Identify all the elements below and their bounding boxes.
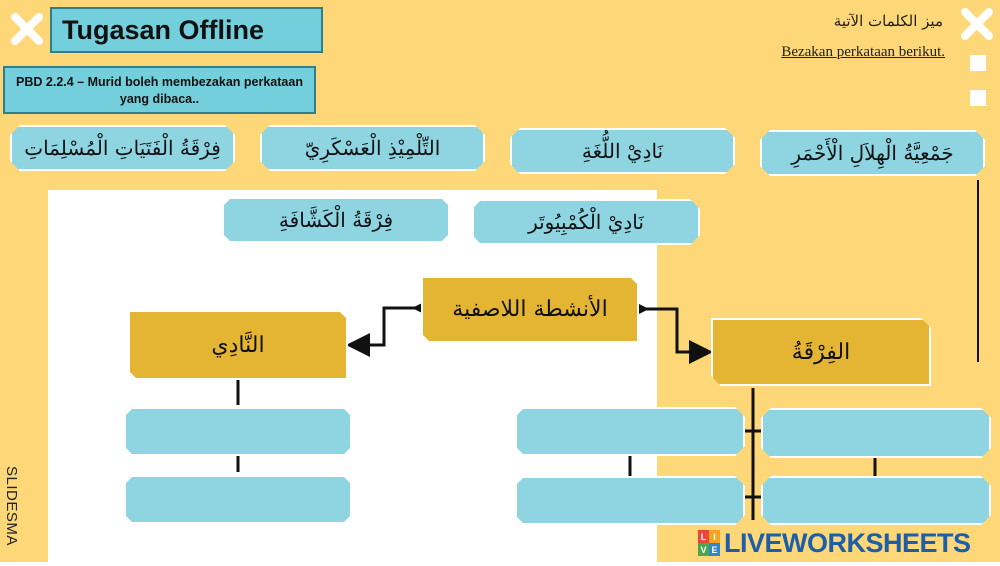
learning-standard: PBD 2.2.4 – Murid boleh membezakan perka… [3, 66, 316, 114]
close-icon [10, 12, 44, 46]
drop-slot[interactable] [124, 475, 352, 524]
category-team: الفِرْقَةُ [711, 318, 931, 386]
drop-slot[interactable] [124, 407, 352, 456]
liveworksheets-logo: L I V E LIVEWORKSHEETS [698, 528, 995, 558]
logo-badge-icon: L I V E [698, 530, 720, 556]
logo-badge-letter: I [709, 530, 720, 543]
close-icon [960, 7, 994, 41]
word-card[interactable]: نَادِيْ الْكُمْبِيُوتَر [472, 199, 700, 245]
category-root: الأنشطة اللاصفية [421, 276, 639, 343]
page-title: Tugasan Offline [50, 7, 323, 53]
category-club: النَّادِي [128, 310, 348, 380]
drop-slot[interactable] [761, 476, 991, 525]
logo-badge-letter: E [709, 543, 720, 556]
instruction-malay: Bezakan perkataan berikut. [781, 44, 945, 60]
drop-slot[interactable] [515, 407, 745, 456]
drop-slot[interactable] [761, 408, 991, 458]
logo-badge-letter: V [698, 543, 709, 556]
word-card[interactable]: فِرْقَةُ الْكَشَّافَةِ [222, 197, 450, 243]
word-card[interactable]: جَمْعِيَّةُ الْهِلاَلِ الْأَحْمَرِ [760, 130, 985, 176]
square-icon [970, 90, 986, 106]
drop-slot[interactable] [515, 476, 745, 525]
word-card[interactable]: التِّلْمِيْذِ الْعَسْكَرِيّ [260, 125, 485, 171]
logo-text: LIVEWORKSHEETS [724, 527, 971, 558]
word-card[interactable]: نَادِيْ اللُّغَةِ [510, 128, 735, 174]
word-card[interactable]: فِرْقَةُ الْفَتَيَاتِ الْمُسْلِمَاتِ [10, 125, 235, 171]
instruction-arabic: ميز الكلمات الآتية [833, 12, 943, 30]
square-icon [970, 55, 986, 71]
logo-badge-letter: L [698, 530, 709, 543]
side-label: SLIDESMA [3, 466, 20, 546]
